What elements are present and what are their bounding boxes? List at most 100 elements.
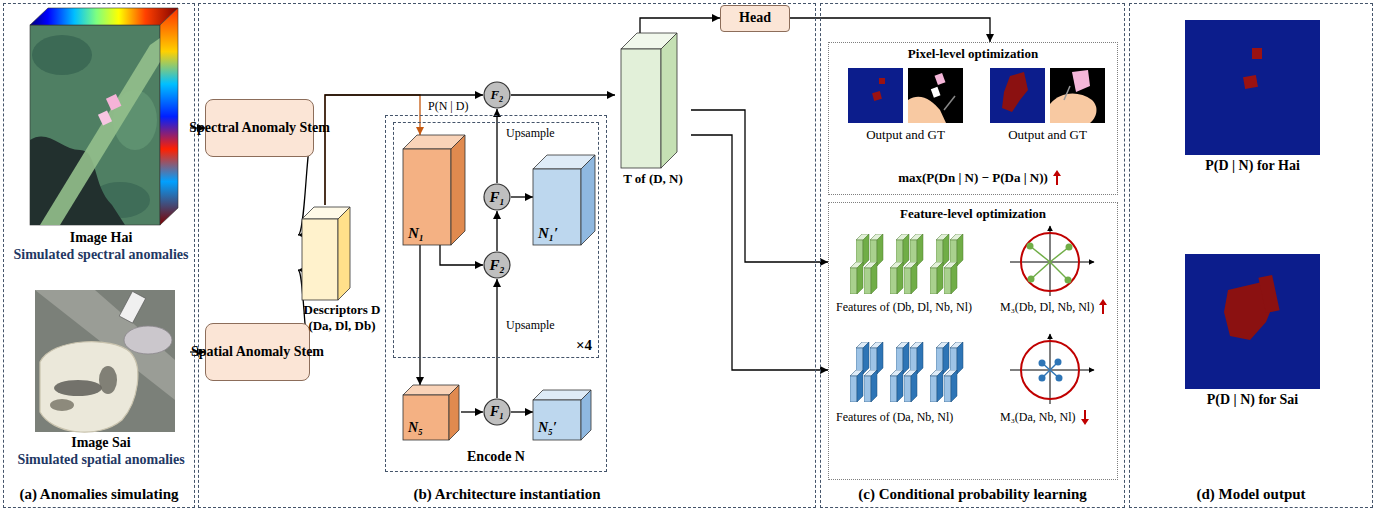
- feature-grid: [904, 370, 917, 402]
- aerial-image: [54, 380, 102, 396]
- feature-grid: [936, 234, 949, 266]
- node-label: N₅: [408, 420, 423, 437]
- connector-arrow: [496, 279, 497, 398]
- ground-truth-map: [1050, 68, 1105, 123]
- aerial-image: [40, 342, 138, 433]
- image-figure: Image HaiSimulated spectral anomalies: [12, 8, 190, 276]
- node-label: ×4: [576, 336, 592, 354]
- feature-space-plot: [1050, 262, 1068, 280]
- ground-truth-map: [1050, 94, 1096, 123]
- node-label: F₁: [490, 404, 504, 421]
- ground-truth-map: [935, 73, 946, 85]
- output-map: [879, 78, 885, 84]
- circle-outline: [484, 184, 510, 210]
- cube-face: [302, 219, 338, 300]
- output-map: [1258, 275, 1279, 313]
- feature-space-plot: [1056, 375, 1063, 382]
- hyperspectral-image: [30, 25, 160, 225]
- connector-arrow: [511, 196, 533, 197]
- feature-grid: [896, 342, 909, 374]
- image-figure: Image SaiSimulated spatial anomalies: [12, 285, 190, 477]
- cube-face: [581, 390, 591, 440]
- fusion-circle: F₂: [483, 251, 511, 279]
- aerial-image: [50, 399, 74, 411]
- node-label: N₁′: [538, 224, 558, 242]
- head-box: Head: [720, 5, 790, 32]
- connector-arrow: [461, 411, 483, 412]
- output-map: [990, 68, 1045, 123]
- optimization-box: Feature-level optimization: [828, 202, 1118, 480]
- cube-face: [403, 395, 449, 440]
- feature-space-plot: [1028, 276, 1035, 283]
- feature-grid: [910, 342, 923, 374]
- hyperspectral-image: [40, 38, 160, 225]
- node-label: Head: [739, 10, 771, 27]
- trend-arrow: [1084, 410, 1086, 420]
- node-label: F₁: [489, 188, 504, 206]
- section-panel: (c) Conditional probability learningPixe…: [820, 3, 1125, 508]
- feature-cube: N₅: [403, 385, 461, 440]
- connector-arrow: [640, 18, 720, 33]
- fusion-circle: F₁: [483, 183, 511, 211]
- feature-grid: [864, 370, 877, 402]
- node-label: Image Sai: [71, 435, 131, 452]
- feature-grid: [950, 342, 963, 374]
- ground-truth-map: [1064, 86, 1070, 100]
- feature-space-plot: [1021, 341, 1079, 399]
- hyperspectral-image: [30, 8, 178, 225]
- hyperspectral-image: [98, 110, 112, 125]
- image-caption: Output and GT: [990, 127, 1105, 143]
- connector-arrow: [496, 109, 497, 183]
- node-label: Pixel-level optimization: [908, 46, 1038, 62]
- aerial-image: [99, 366, 117, 394]
- trend-arrow: [1080, 409, 1090, 425]
- optimization-box: Pixel-level optimizationmax(P(Dn | N) − …: [828, 42, 1118, 195]
- feature-grid: [850, 262, 863, 294]
- feature-grid: [850, 342, 963, 402]
- output-map: [872, 91, 882, 101]
- feature-grid: [850, 370, 863, 402]
- feature-grid: [864, 262, 877, 294]
- feature-space-plot: [1030, 246, 1050, 262]
- feature-caption: Features of (Db, Dl, Nb, Nl): [836, 300, 972, 314]
- aerial-image: [124, 326, 172, 354]
- feature-space-plot: [1031, 262, 1050, 279]
- feature-grid: [944, 370, 957, 402]
- cube-face: [338, 207, 350, 300]
- feature-grid: [856, 342, 869, 374]
- edge-label: Upsample: [504, 318, 557, 332]
- cube-face: [451, 135, 465, 245]
- hyperspectral-image: [30, 8, 178, 25]
- node-label: N₅′: [538, 420, 557, 437]
- feature-grid: [870, 342, 883, 374]
- trend-arrow: [1098, 299, 1108, 315]
- feature-grid: [944, 262, 957, 294]
- node-label: Image Hai: [70, 230, 133, 247]
- feature-space-plot: [1065, 277, 1072, 284]
- cube-face: [533, 400, 581, 440]
- output-map: [1252, 48, 1262, 59]
- output-map: [1185, 254, 1320, 389]
- ground-truth-map: [908, 68, 963, 123]
- feature-grid: [856, 234, 869, 266]
- node-label: F₂: [489, 256, 504, 274]
- feature-grid: [896, 234, 909, 266]
- section-panel: (d) Model outputP(D | N) for HaiP(D | N)…: [1129, 3, 1373, 508]
- feature-cube: N₁: [403, 135, 467, 245]
- output-map: [1185, 20, 1320, 155]
- node-label: Spatial Anomaly Stem: [191, 344, 324, 361]
- feature-space-plot: [1039, 360, 1046, 367]
- node-label: (d) Model output: [1196, 485, 1305, 503]
- trend-arrow: [1056, 175, 1058, 185]
- output-map: [1243, 75, 1258, 89]
- ground-truth-map: [1072, 70, 1090, 92]
- node-label: F₂: [490, 87, 503, 103]
- node-label: (a) Anomalies simulating: [19, 485, 178, 503]
- node-label: P(D | N) for Hai: [1205, 158, 1300, 175]
- feature-cube: T of (D, N): [615, 33, 691, 193]
- feature-grid: [930, 370, 943, 402]
- feature-grid: [870, 234, 883, 266]
- cube-face: [449, 385, 459, 440]
